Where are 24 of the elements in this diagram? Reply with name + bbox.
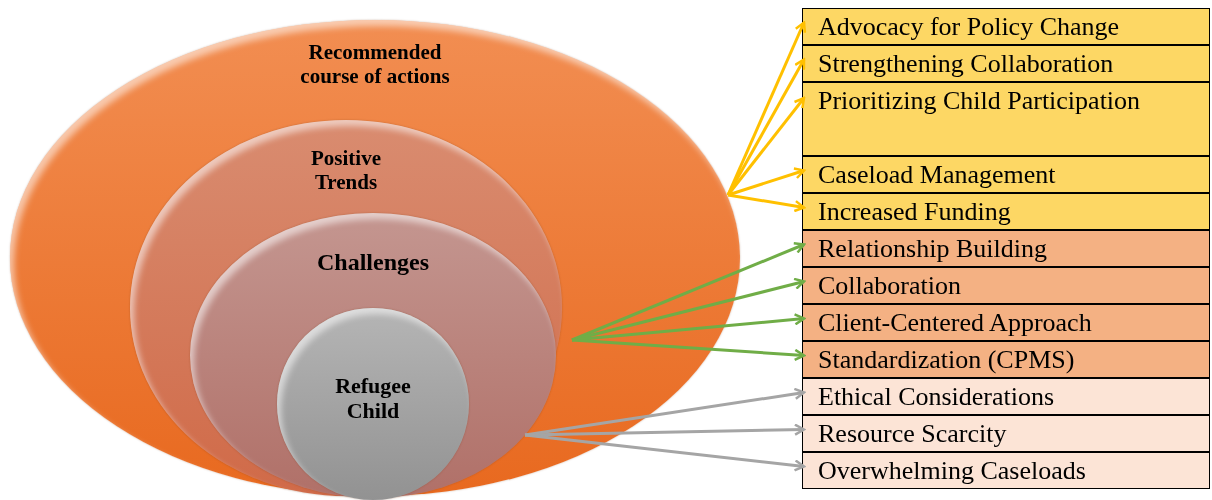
list-item-box: Prioritizing Child Participation: [802, 82, 1210, 156]
list-item-box: Standardization (CPMS): [802, 341, 1210, 378]
ellipse-label: Recommended course of actions: [299, 40, 451, 88]
ellipse-label: Challenges: [317, 249, 429, 276]
list-item-box: Resource Scarcity: [802, 415, 1210, 452]
list-item-box: Collaboration: [802, 267, 1210, 304]
arrow: [524, 423, 806, 437]
arrow: [727, 193, 806, 213]
list-item-box: Increased Funding: [802, 193, 1210, 230]
arrow: [726, 21, 807, 196]
list-item-box: Advocacy for Policy Change: [802, 8, 1210, 45]
list-item-box: Relationship Building: [802, 230, 1210, 267]
list-item-box: Strengthening Collaboration: [802, 45, 1210, 82]
list-item-box: Ethical Considerations: [802, 378, 1210, 415]
arrow: [727, 167, 806, 197]
arrow: [524, 433, 806, 472]
ellipse-label: Refugee Child: [334, 373, 412, 423]
ellipse-label: Positive Trends: [310, 146, 382, 194]
list-item-box: Client-Centered Approach: [802, 304, 1210, 341]
arrow: [571, 338, 806, 362]
list-item-box: Overwhelming Caseloads: [802, 452, 1210, 489]
arrow: [726, 96, 806, 196]
list-item-box: Caseload Management: [802, 156, 1210, 193]
arrow: [571, 313, 806, 342]
